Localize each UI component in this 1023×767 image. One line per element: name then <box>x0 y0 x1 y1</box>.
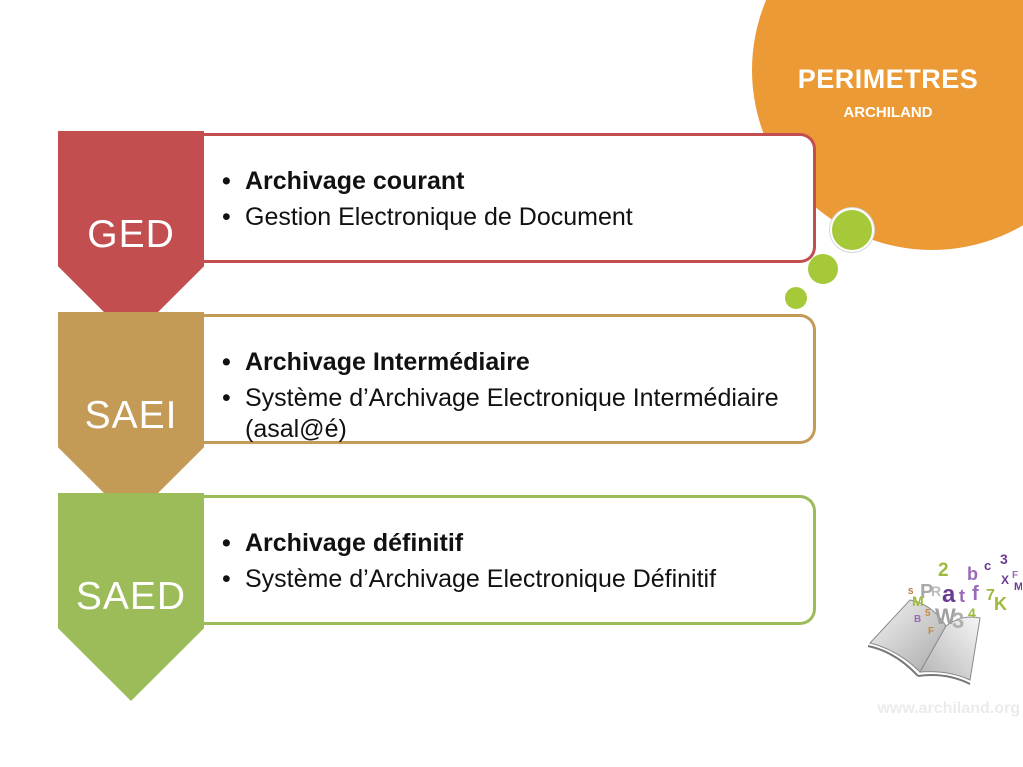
logo-glyph: 7 <box>986 587 995 604</box>
logo-glyph: 2 <box>938 560 949 581</box>
chevron-saed: SAED <box>58 493 204 701</box>
level-box-saei: Archivage Intermédiaire Système d’Archiv… <box>200 314 816 444</box>
logo-glyph: 5 <box>925 608 931 619</box>
chevron-ged: GED <box>58 131 204 339</box>
level-heading: Archivage courant <box>220 166 803 197</box>
logo-glyph: X <box>1001 573 1009 587</box>
logo-glyph: K <box>994 594 1007 614</box>
logo-glyph: M <box>912 593 924 609</box>
level-heading: Archivage définitif <box>220 528 803 559</box>
logo-glyph: M <box>1014 581 1022 593</box>
level-description: Système d’Archivage Electronique Intermé… <box>220 383 803 445</box>
logo-glyph: P <box>920 581 933 603</box>
logo-glyph: b <box>967 564 978 584</box>
logo-glyph: F <box>1012 570 1018 581</box>
decor-dot-2 <box>808 254 838 284</box>
logo-glyph: c <box>984 558 991 573</box>
logo-glyph: B <box>914 614 921 625</box>
level-list-ged: Archivage courant Gestion Electronique d… <box>220 166 803 233</box>
logo-glyph: t <box>959 586 965 606</box>
logo-glyph: 3 <box>1000 551 1008 567</box>
decor-dot-3 <box>785 287 807 309</box>
level-list-saed: Archivage définitif Système d’Archivage … <box>220 528 803 595</box>
logo-glyph: R <box>931 583 941 599</box>
level-label-saei: SAEI <box>84 394 178 437</box>
decor-dot-1 <box>830 208 874 252</box>
logo-glyph: 3 <box>952 608 964 633</box>
logo-glyph: F <box>928 626 934 637</box>
logo-glyph: S <box>908 587 914 596</box>
level-label-saed: SAED <box>75 575 187 618</box>
level-heading: Archivage Intermédiaire <box>220 347 803 378</box>
level-description: Système d’Archivage Electronique Définit… <box>220 564 803 595</box>
chevron-saei: SAEI <box>58 312 204 520</box>
level-box-ged: Archivage courant Gestion Electronique d… <box>200 133 816 263</box>
logo-glyph: W <box>935 604 956 629</box>
logo-glyph: a <box>942 581 956 608</box>
slide-subtitle: ARCHILAND <box>843 104 933 121</box>
logo-glyph: 4 <box>968 605 976 621</box>
level-label-ged: GED <box>87 213 175 256</box>
level-description: Gestion Electronique de Document <box>220 202 803 233</box>
slide-title: PERIMETRES <box>797 64 979 94</box>
level-box-saed: Archivage définitif Système d’Archivage … <box>200 495 816 625</box>
logo-glyph: f <box>972 583 979 605</box>
footer-url: www.archiland.org <box>877 700 1020 717</box>
level-list-saei: Archivage Intermédiaire Système d’Archiv… <box>220 347 803 445</box>
